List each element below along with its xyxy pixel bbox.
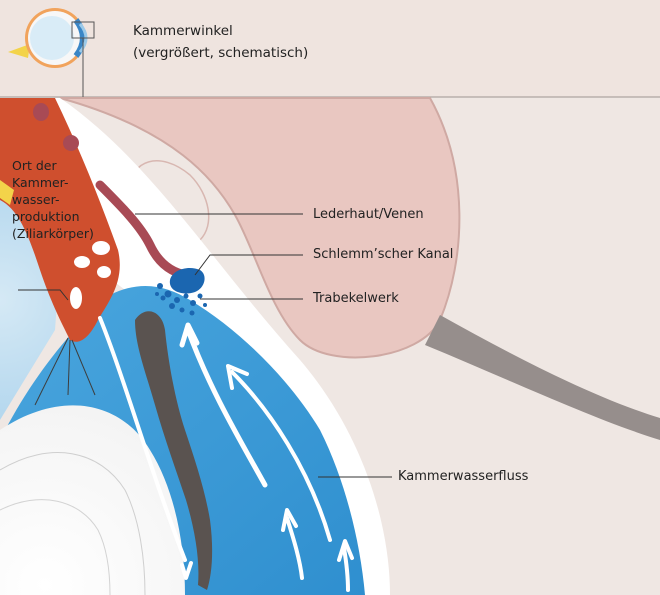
- label-leader-lines: [18, 213, 392, 478]
- iris: [135, 311, 213, 590]
- label-trabecular-meshwork: Trabekelwerk: [313, 291, 399, 306]
- ciliary-highlight: [0, 180, 14, 205]
- vein-cross-section: [33, 103, 49, 121]
- label-aqueous-flow: Kammerwasserfluss: [398, 469, 529, 484]
- ciliary-body: [0, 98, 120, 342]
- aqueous-flow-arrows: [98, 316, 354, 592]
- eye-muscle: [425, 315, 660, 440]
- diagram-subtitle: (vergrößert, schematisch): [133, 45, 309, 61]
- ciliary-vacuole: [92, 241, 110, 255]
- diagram-title: Kammerwinkel: [133, 23, 233, 39]
- label-schlemm-canal: Schlemm’scher Kanal: [313, 247, 454, 262]
- header-band: [0, 0, 660, 97]
- collector-vein: [95, 180, 191, 280]
- trabecular-meshwork: [155, 283, 207, 316]
- eye-thumbnail-icon: [8, 8, 95, 97]
- label-production-site: Ort der Kammer- wasser- produktion (Zili…: [12, 158, 94, 241]
- eyelid-tissue: [59, 97, 461, 359]
- zonular-fibers: [34, 337, 96, 406]
- label-sclera-veins: Lederhaut/Venen: [313, 207, 424, 222]
